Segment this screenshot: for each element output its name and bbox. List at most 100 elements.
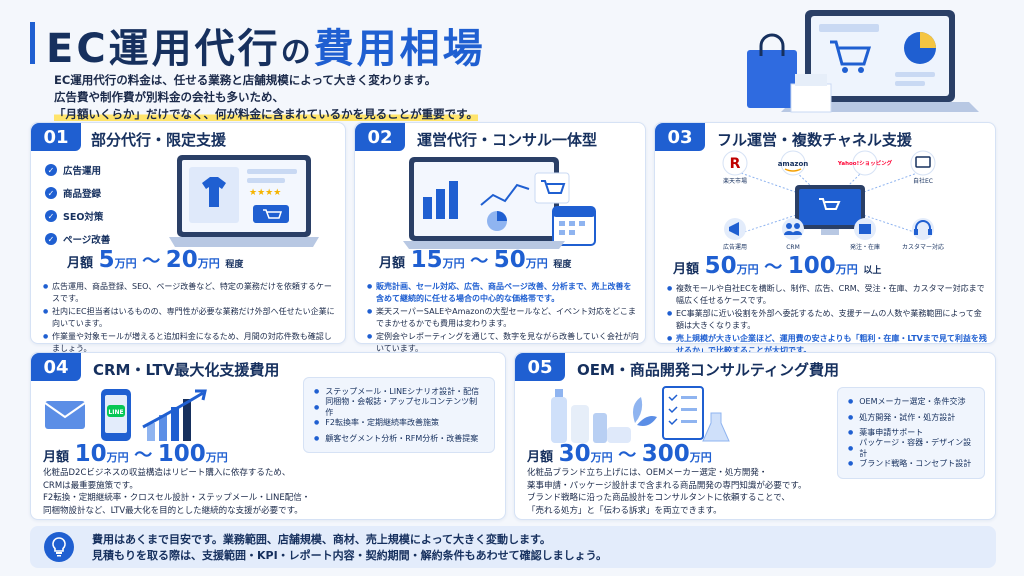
svg-text:発注・在庫: 発注・在庫 (850, 243, 880, 251)
shopping-bag-icon (747, 33, 797, 108)
card-title: OEM・商品開発コンサルティング費用 (577, 361, 840, 379)
tag-item: ブランド戦略・コンセプト設計 (848, 456, 974, 472)
channel-yahoo: Yahoo!ショッピング (837, 150, 893, 176)
check-icon: ✓ (45, 187, 57, 199)
svg-text:CRM: CRM (786, 244, 800, 251)
check-item: ✓広告運用 (45, 163, 110, 177)
box-icon (790, 74, 832, 113)
calendar-icon (552, 206, 596, 246)
service-tag-list: ステップメール・LINEシナリオ設計・配信 同梱物・会報誌・アップセルコンテンツ… (303, 377, 495, 453)
card-title: 運営代行・コンサル一体型 (417, 131, 598, 149)
channel-amazon: amazon (778, 150, 809, 176)
card-number: 03 (655, 123, 705, 151)
card-partial-support: 01 部分代行・限定支援 ✓広告運用 ✓商品登録 ✓SEO対策 ✓ページ改善 ★… (30, 122, 346, 353)
card-number: 04 (31, 353, 81, 381)
card-bullets: 販売計画、セール対応、広告、商品ページ改善、分析まで、売上改善を含めて継続的に任… (367, 281, 639, 356)
bullet-item: EC事業部に近い役割を外部へ委託するため、支援チームの人数や業務範囲によって金額… (667, 308, 989, 331)
channel-label: 楽天市場 (723, 177, 747, 185)
svg-text:広告運用: 広告運用 (723, 243, 747, 251)
analytics-dashboard-illustration (403, 157, 596, 249)
price-range: 月額 5万円 〜 20万円 程度 (67, 247, 244, 273)
multichannel-illustration: R 楽天市場 amazon Yahoo!ショッピング 自社EC 広告運用 CRM (722, 150, 944, 251)
title-part-ec: EC運用代行 (46, 26, 281, 72)
price-range: 月額 30万円 〜 300万円 (527, 441, 712, 467)
bullet-item: 社内にEC担当者はいるものの、専門性が必要な業務だけ外部へ任せたい企業に向いてい… (43, 306, 339, 329)
bottle-icon (551, 389, 631, 443)
growth-chart-icon (142, 389, 207, 441)
bullet-item: 楽天スーパーSALEやAmazonの大型セールなど、イベント対応をどこまでまかせ… (367, 306, 639, 329)
box-icon: 発注・在庫 (850, 218, 880, 251)
cosmetics-illustration (551, 386, 730, 443)
shopping-cart-icon (534, 172, 570, 204)
price-max: 100 (787, 253, 836, 279)
card-number: 01 (31, 123, 81, 151)
title-part-cost: 費用相場 (313, 26, 486, 72)
smartphone-icon: LINE (101, 389, 131, 441)
mail-icon (44, 401, 86, 429)
checklist-icon (662, 386, 704, 440)
check-item: ✓商品登録 (45, 186, 110, 200)
hero-laptop-illustration (747, 10, 979, 113)
tag-item: 処方開発・試作・処方設計 (848, 410, 974, 426)
bullet-item: 広告運用、商品登録、SEO、ページ改善など、特定の業務だけを依頼するケースです。 (43, 281, 339, 304)
bullet-item: 売上規模が大きい企業ほど、運用費の安さよりも「粗利・在庫・LTVまで見て利益を残… (667, 333, 989, 356)
tag-item: 同梱物・会報誌・アップセルコンテンツ制作 (314, 397, 484, 417)
bullet-item: 定例会やレポーティングを通じて、数字を見ながら改善していく会社が向いています。 (367, 331, 639, 354)
svg-text:R: R (730, 156, 741, 172)
card-number: 05 (515, 353, 565, 381)
lightbulb-icon (44, 532, 74, 562)
card-title: CRM・LTV最大化支援費用 (93, 361, 280, 379)
laptop-product-illustration: ★★★★ (169, 155, 319, 247)
channel-own-ec: 自社EC (910, 150, 936, 185)
price-min: 15 (410, 247, 443, 273)
bullet-item: 販売計画、セール対応、広告、商品ページ改善、分析まで、売上改善を含めて継続的に任… (367, 281, 639, 304)
pie-chart-icon (904, 32, 936, 64)
card-description: 化粧品D2Cビジネスの収益構造はリピート購入に依存するため、 CRMは最重要施策… (43, 468, 311, 516)
bar-chart-icon (423, 181, 458, 219)
tag-item: 薬事申請サポート (848, 425, 974, 441)
check-item: ✓ページ改善 (45, 232, 110, 246)
check-icon: ✓ (45, 210, 57, 222)
bullet-item: 複数モールや自社ECを横断し、制作、広告、CRM、受注・在庫、カスタマー対応まで… (667, 283, 989, 306)
tag-item: ステップメール・LINEシナリオ設計・配信 (314, 384, 484, 400)
page-title: EC運用代行の費用相場 (46, 16, 486, 74)
price-min: 5 (98, 247, 115, 273)
check-icon: ✓ (45, 164, 57, 176)
card-title: フル運営・複数チャネル支援 (717, 131, 912, 149)
svg-text:カスタマー対応: カスタマー対応 (902, 243, 944, 251)
card-oem-development: 05 OEM・商品開発コンサルティング費用 月額 30万円 〜 300万円 化粧… (514, 352, 996, 520)
price-range: 月額 15万円 〜 50万円 程度 (379, 247, 572, 273)
intro-line-1: EC運用代行の料金は、任せる業務と店舗規模によって大きく変わります。 (54, 73, 437, 87)
card-bullets: 複数モールや自社ECを横断し、制作、広告、CRM、受注・在庫、カスタマー対応まで… (667, 283, 989, 358)
intro-text: EC運用代行の料金は、任せる業務と店舗規模によって大きく変わります。 広告費や制… (54, 72, 479, 123)
svg-text:amazon: amazon (778, 160, 809, 168)
price-min: 30 (558, 441, 591, 467)
card-full-operation: 03 フル運営・複数チャネル支援 R 楽天市場 amazon Yahoo!ショッ… (654, 122, 996, 355)
price-max: 300 (641, 441, 690, 467)
intro-line-2: 広告費や制作費が別料金の会社も多いため、 (54, 90, 284, 104)
tag-item: 顧客セグメント分析・RFM分析・改善提案 (314, 431, 484, 447)
card-title: 部分代行・限定支援 (91, 131, 227, 149)
tag-item: F2転換率・定期継続率改善施策 (314, 415, 484, 431)
card-description: 化粧品ブランド立ち上げには、OEMメーカー選定・処方開発・ 薬事申請・パッケージ… (527, 468, 807, 516)
service-check-list: ✓広告運用 ✓商品登録 ✓SEO対策 ✓ページ改善 (45, 163, 110, 255)
users-icon: CRM (782, 218, 804, 251)
footer-text: 費用はあくまで目安です。業務範囲、店舗規模、商材、売上規模によって大きく変動しま… (92, 532, 607, 564)
svg-text:Yahoo!ショッピング: Yahoo!ショッピング (837, 159, 893, 167)
title-accent-bar (30, 22, 35, 64)
price-max: 20 (165, 247, 198, 273)
svg-text:LINE: LINE (108, 409, 123, 416)
title-part-no: の (280, 35, 314, 70)
bullet-item: 作業量や対象モールが増えると追加料金になるため、月間の対応件数も確認しましょう。 (43, 331, 339, 354)
price-range: 月額 50万円 〜 100万円 以上 (673, 253, 882, 279)
footer-note: 費用はあくまで目安です。業務範囲、店舗規模、商材、売上規模によって大きく変動しま… (30, 526, 996, 568)
card-crm-ltv: 04 CRM・LTV最大化支援費用 LINE 月額 10万円 〜 100万円 化… (30, 352, 506, 520)
price-min: 50 (704, 253, 737, 279)
tag-item: OEMメーカー選定・条件交渉 (848, 394, 974, 410)
check-item: ✓SEO対策 (45, 209, 110, 223)
footer-line-2: 見積もりを取る際は、支援範囲・KPI・レポート内容・契約期間・解約条件もあわせて… (92, 549, 608, 562)
pie-chart-icon (487, 211, 507, 231)
footer-line-1: 費用はあくまで目安です。業務範囲、店舗規模、商材、売上規模によって大きく変動しま… (92, 533, 551, 546)
price-max: 100 (157, 441, 206, 467)
price-min: 10 (74, 441, 107, 467)
